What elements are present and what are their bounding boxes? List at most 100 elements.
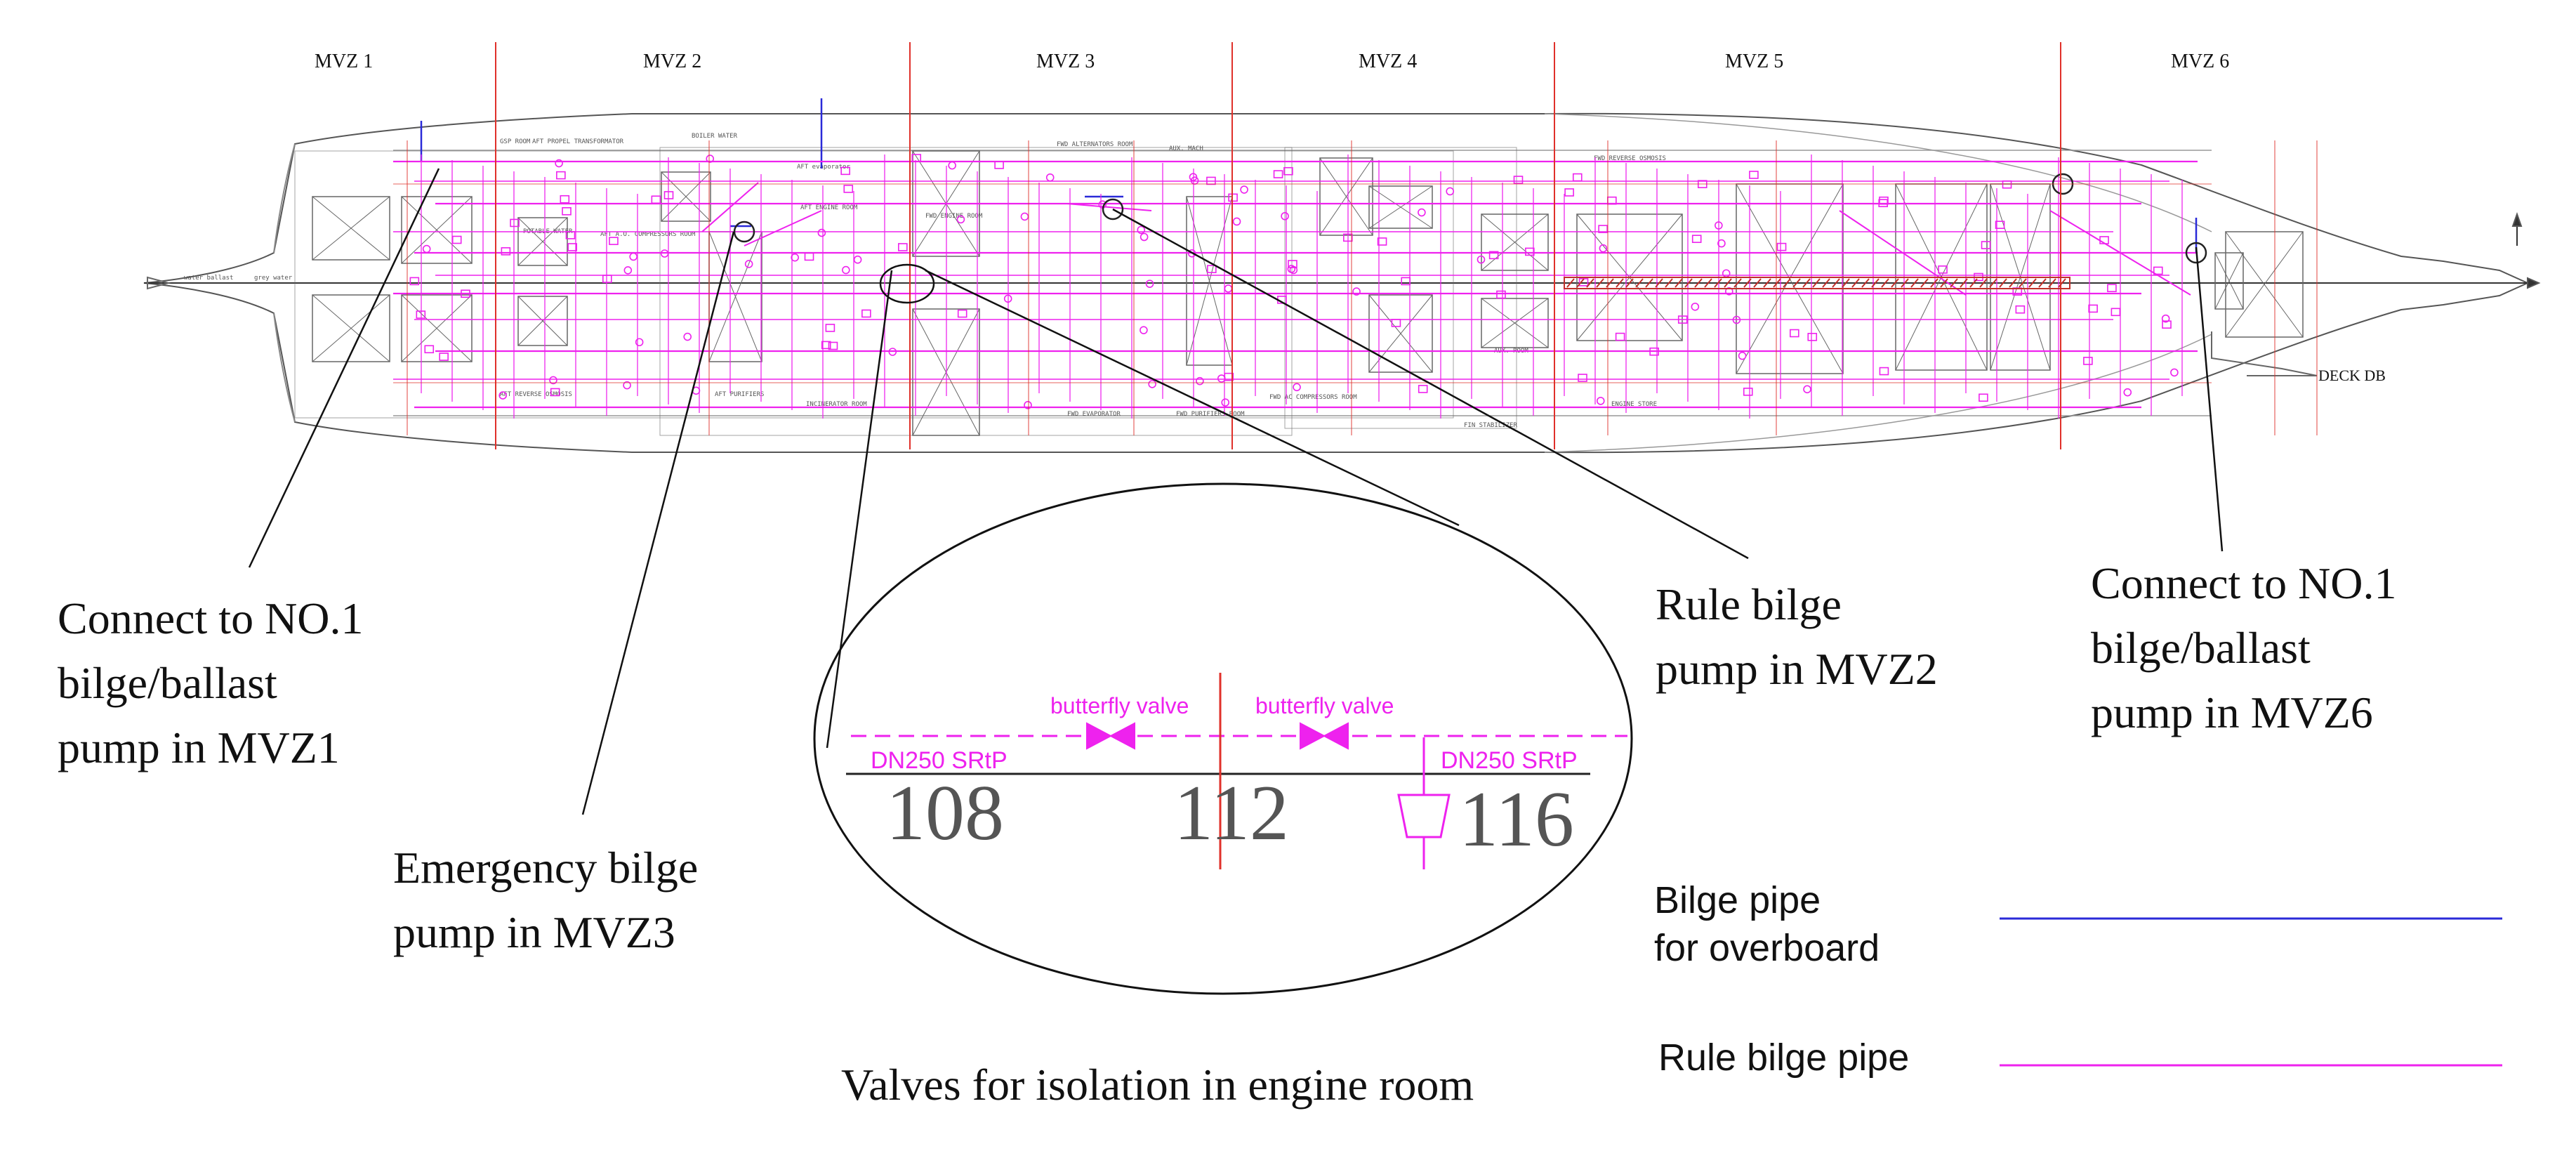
pipe-fitting <box>1691 235 1702 243</box>
room-label: AFT A.O. COMPRESSORS ROOM <box>600 231 696 238</box>
shaft-line <box>1564 277 2070 289</box>
compartment-box <box>661 171 711 222</box>
pipe-fitting <box>1377 237 1387 246</box>
pipe-fitting <box>609 237 619 245</box>
pipe-fitting <box>1148 380 1156 388</box>
pipe-fitting <box>1189 173 1198 181</box>
compartment-cross <box>401 196 473 264</box>
pipe-fitting <box>888 348 897 356</box>
bilge-diagonal-pipe <box>1066 203 1152 211</box>
pipe-fitting <box>567 243 577 251</box>
pipe-fitting <box>1938 265 1948 274</box>
pipe-fitting <box>898 243 908 251</box>
pipe-fitting <box>635 338 644 347</box>
bilge-diagonal-pipe <box>701 182 759 232</box>
compartment-cross <box>517 296 568 346</box>
pipe-fitting <box>1732 315 1741 324</box>
compartment-box <box>401 294 473 362</box>
pipe-fitting <box>1289 265 1298 275</box>
pipe-fitting <box>1749 171 1759 179</box>
pipe-fitting <box>1145 279 1154 288</box>
pipe-fitting <box>683 332 692 341</box>
pipe-fitting <box>2153 266 2163 275</box>
rule-bilge-pipes <box>393 154 2198 419</box>
pipe-fitting <box>422 244 431 254</box>
pipe-fitting <box>2161 314 2170 323</box>
pipe-fitting <box>565 231 576 239</box>
pipe-fitting <box>1677 315 1688 324</box>
pipe-fitting <box>461 289 470 298</box>
pipe-fitting <box>1418 208 1426 217</box>
compartment-box <box>517 296 568 346</box>
pipe-fitting <box>2002 180 2012 189</box>
butterfly-valve-right <box>1300 722 1349 750</box>
pipe-fitting <box>651 195 661 204</box>
pipe-fitting <box>1217 374 1226 383</box>
pipe-fitting <box>1281 211 1289 221</box>
leader-rule-mvz2 <box>1112 208 1749 560</box>
bilge-diagonal-pipe <box>744 210 822 246</box>
bilge-diagonal-pipe <box>1839 210 1967 296</box>
zone-label-mvz4: MVZ 4 <box>1359 51 1417 72</box>
room-label: AFT PROPEL TRANSFORMATOR <box>532 138 624 145</box>
pipe-fitting <box>556 171 566 180</box>
callout-rule-mvz2: Rule bilge pump in MVZ2 <box>1656 579 1938 694</box>
callout-connect-mvz1: Connect to NO.1 bilge/ballast pump in MV… <box>58 593 364 772</box>
pipe-fitting <box>424 345 435 354</box>
compartments <box>294 147 2304 436</box>
inner-outline <box>659 147 1293 436</box>
leader-connect-mvz1 <box>248 168 440 568</box>
pipe-fitting <box>1995 221 2005 230</box>
pipe-fitting <box>1525 247 1535 256</box>
room-label: AFT evaporator <box>797 164 850 171</box>
pipe-fitting <box>1488 251 1499 260</box>
pipe-fitting <box>1879 367 1889 376</box>
compartment-cross <box>312 196 390 261</box>
hull-label-deck-db: DECK DB <box>2318 367 2386 384</box>
compartment-cross <box>1368 185 1433 229</box>
pipe-fitting <box>439 353 449 361</box>
room-label: BOILER WATER <box>692 133 738 140</box>
pipe-fitting <box>629 252 638 261</box>
pipe-fitting <box>1596 397 1605 405</box>
pipe-fitting <box>1496 290 1506 299</box>
room-label: FWD ENGINE ROOM <box>925 213 983 220</box>
pipe-fitting <box>843 185 854 193</box>
pipe-fitting <box>1352 287 1361 296</box>
compartment-cross <box>2214 252 2244 310</box>
compartment-box <box>1368 294 1433 373</box>
pipe-fitting <box>623 381 631 390</box>
pipe-fitting <box>994 161 1004 169</box>
compartment-cross <box>401 294 473 362</box>
pipe-fitting <box>1979 393 1988 402</box>
pipe-fitting <box>842 265 850 275</box>
frame-number-108: 108 <box>886 770 1004 857</box>
pipe-fitting <box>1024 401 1032 409</box>
pipe-fitting <box>1196 376 1204 386</box>
zone-label-mvz6: MVZ 6 <box>2171 51 2229 72</box>
compartment-box <box>312 294 390 362</box>
pipe-fitting <box>510 218 520 228</box>
compartment-box <box>2214 252 2244 310</box>
room-label: AFT PURIFIERS <box>715 391 764 398</box>
pipe-fitting <box>956 215 965 224</box>
compartment-box <box>1481 213 1549 271</box>
pipe-fitting <box>861 309 871 318</box>
pipe-fitting <box>1691 302 1700 311</box>
pipe-fitting <box>1743 388 1753 396</box>
pipe-fitting <box>660 249 669 258</box>
pipe-fitting <box>1725 287 1733 296</box>
valve-label-right: butterfly valve <box>1255 693 1394 718</box>
hull-label-water-ballast: water ballast <box>184 275 233 282</box>
pipe-fitting <box>911 154 922 162</box>
pipe-fitting <box>817 228 826 237</box>
pipe-fitting <box>1391 319 1401 327</box>
pipe-fitting <box>825 324 835 332</box>
room-label: FWD AC COMPRESSORS ROOM <box>1269 394 1357 401</box>
frame-number-112: 112 <box>1174 770 1289 857</box>
zone-label-mvz3: MVZ 3 <box>1036 51 1095 72</box>
pipe-fitting <box>1020 212 1029 221</box>
inner-outline <box>294 150 1454 419</box>
pipe-fitting <box>1293 383 1301 392</box>
